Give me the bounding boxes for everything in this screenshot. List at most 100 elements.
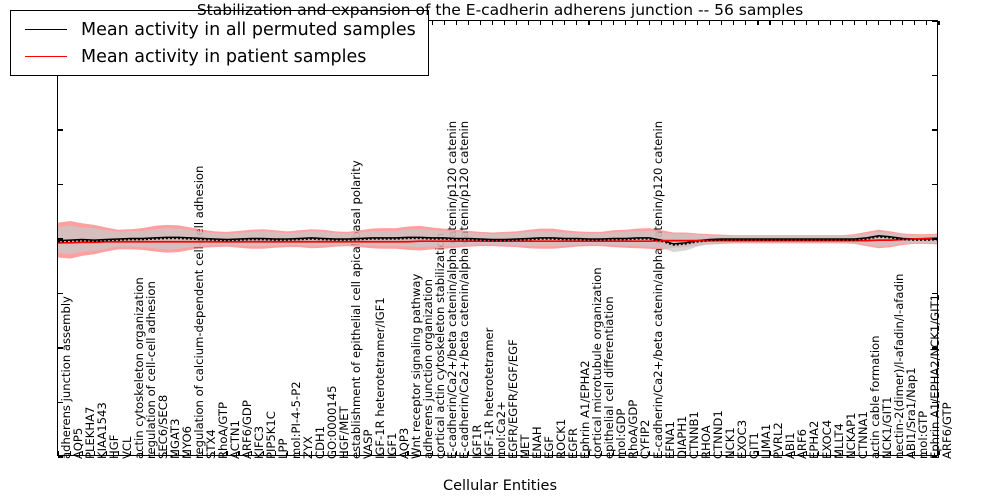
x-tick-mark <box>866 21 868 25</box>
x-tick-mark <box>516 21 518 25</box>
x-tick-mark <box>914 451 916 455</box>
x-tick-mark <box>709 21 711 25</box>
x-tick-mark <box>431 21 433 25</box>
x-tick-mark <box>890 451 892 455</box>
x-tick-mark <box>552 451 554 455</box>
x-tick-mark <box>781 451 783 455</box>
x-tick-mark <box>733 21 735 25</box>
x-tick-mark <box>672 21 675 25</box>
x-tick-mark <box>793 451 795 455</box>
x-tick-mark <box>733 451 735 455</box>
permuted-mean-line <box>58 234 937 245</box>
data-clip <box>58 21 937 455</box>
x-tick-mark <box>503 451 506 455</box>
x-tick-mark <box>624 21 626 25</box>
x-tick-mark <box>721 21 723 25</box>
x-tick-mark <box>902 21 904 25</box>
x-tick-mark <box>407 451 409 455</box>
permuted-mean-dotted <box>58 236 937 246</box>
legend-label-permuted: Mean activity in all permuted samples <box>81 19 416 40</box>
x-tick-mark <box>395 451 397 455</box>
x-tick-mark <box>467 451 469 455</box>
x-tick-mark <box>491 21 493 25</box>
x-tick-mark <box>878 451 880 455</box>
y-tick-mark <box>932 183 937 186</box>
x-tick-mark <box>238 451 240 455</box>
y-tick-mark <box>932 456 937 458</box>
x-tick-mark <box>890 21 892 25</box>
x-tick-mark <box>81 451 83 455</box>
x-tick-mark <box>769 451 771 455</box>
x-tick-mark <box>745 451 747 455</box>
x-tick-mark <box>310 451 312 455</box>
y-tick-mark <box>932 20 937 22</box>
data-series-svg <box>58 221 937 259</box>
y-tick-mark <box>932 74 937 77</box>
x-tick-mark <box>709 451 711 455</box>
x-tick-mark <box>588 451 590 455</box>
x-tick-mark <box>105 451 107 455</box>
x-tick-mark <box>721 451 723 455</box>
x-tick-mark <box>817 21 819 25</box>
x-tick-mark <box>552 21 554 25</box>
x-tick-mark <box>347 451 349 455</box>
legend-swatch-patient <box>25 56 67 57</box>
x-tick-mark <box>117 451 119 455</box>
x-tick-mark <box>757 21 759 25</box>
x-tick-mark <box>769 21 771 25</box>
x-tick-mark <box>697 451 699 455</box>
x-tick-mark <box>636 451 638 455</box>
x-tick-mark <box>57 451 59 455</box>
x-tick-mark <box>829 451 831 455</box>
x-tick-mark <box>600 21 602 25</box>
y-tick-mark <box>932 292 937 295</box>
x-tick-mark <box>672 451 675 455</box>
x-tick-mark <box>793 21 795 25</box>
x-tick-mark <box>129 451 131 455</box>
x-tick-mark <box>190 451 192 455</box>
y-tick-mark <box>58 456 63 458</box>
x-tick-mark <box>528 451 530 455</box>
x-tick-mark <box>540 451 542 455</box>
x-axis-label: Cellular Entities <box>442 478 558 494</box>
y-tick-mark <box>58 347 63 349</box>
x-tick-mark <box>455 21 457 25</box>
x-tick-mark <box>853 21 856 25</box>
x-tick-mark <box>564 21 566 25</box>
x-tick-mark <box>636 21 638 25</box>
x-tick-mark <box>431 451 433 455</box>
x-tick-mark <box>612 21 614 25</box>
legend-swatch-permuted <box>25 29 67 30</box>
x-tick-mark <box>359 451 361 455</box>
x-tick-mark <box>479 21 481 25</box>
x-tick-mark <box>455 451 457 455</box>
x-tick-mark <box>841 451 843 455</box>
x-tick-mark <box>926 21 928 25</box>
x-tick-mark <box>202 451 204 455</box>
x-tick-mark <box>902 451 904 455</box>
x-tick-mark <box>262 451 264 455</box>
x-tick-mark <box>612 451 614 455</box>
y-tick-mark <box>932 238 937 240</box>
x-tick-mark <box>576 451 578 455</box>
legend-label-patient: Mean activity in patient samples <box>81 46 367 67</box>
x-tick-mark <box>322 451 325 455</box>
x-tick-mark <box>805 451 807 455</box>
x-tick-mark <box>383 451 385 455</box>
y-tick-mark <box>58 238 63 240</box>
x-tick-mark <box>697 21 699 25</box>
x-tick-mark <box>141 451 144 455</box>
x-tick-mark <box>335 451 337 455</box>
x-tick-mark <box>817 451 819 455</box>
x-tick-mark <box>841 21 843 25</box>
x-tick-mark <box>878 21 880 25</box>
x-tick-mark <box>914 21 916 25</box>
x-tick-mark <box>757 451 759 455</box>
x-tick-mark <box>443 451 445 455</box>
y-tick-mark <box>932 347 937 349</box>
legend-item: Mean activity in all permuted samples <box>19 16 416 43</box>
x-tick-mark <box>226 451 228 455</box>
x-tick-mark <box>214 451 216 455</box>
x-tick-mark <box>540 21 542 25</box>
